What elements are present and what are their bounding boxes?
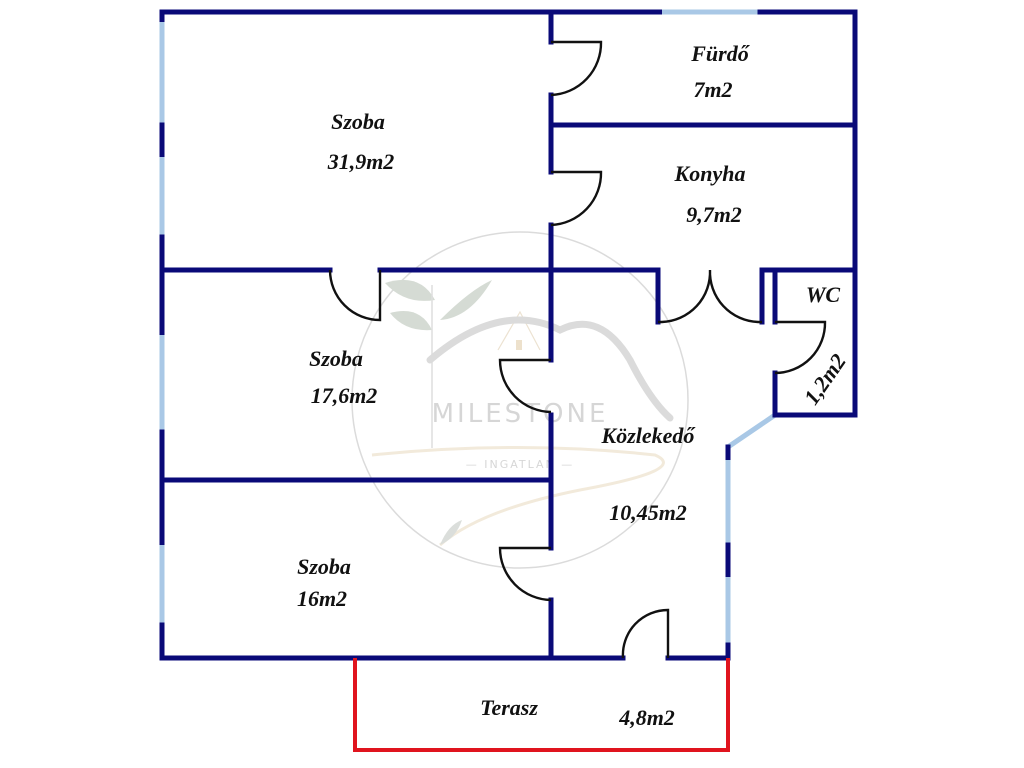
room-name-kozlekedo: Közlekedő: [601, 423, 697, 448]
room-name-szoba-1: Szoba: [331, 109, 385, 134]
leaf-icon: [440, 280, 492, 320]
watermark: MILESTONE — INGATLAN —: [351, 231, 689, 569]
door-kitchen-room1[interactable]: [550, 170, 603, 227]
door-terrace[interactable]: [621, 608, 670, 659]
leaf-icon: [385, 279, 435, 301]
room-name-konyha: Konyha: [674, 161, 746, 186]
watermark-circle: [351, 231, 689, 569]
house-door-icon: [516, 340, 522, 350]
room-name-wc: WC: [806, 282, 841, 307]
interior-walls: [159, 9, 858, 661]
room-area-terasz: 4,8m2: [618, 705, 675, 730]
swoosh-line: [371, 446, 665, 547]
room-area-szoba-2: 17,6m2: [311, 383, 378, 408]
room-area-furdo: 7m2: [693, 77, 732, 102]
room-area-konyha: 9,7m2: [686, 202, 742, 227]
door-room3[interactable]: [498, 546, 552, 602]
watermark-subtitle: — INGATLAN —: [466, 458, 575, 471]
door-bath[interactable]: [550, 40, 603, 97]
window-diagonal: [726, 412, 777, 450]
room-area-szoba-1: 31,9m2: [327, 149, 395, 174]
room-area-szoba-3: 16m2: [297, 586, 347, 611]
room-name-szoba-3: Szoba: [297, 554, 351, 579]
door-room2-corridor[interactable]: [498, 358, 552, 414]
doors: [328, 40, 827, 659]
terrace-outline: [353, 658, 730, 752]
watermark-brand: MILESTONE: [432, 399, 609, 429]
mountain-line: [426, 316, 674, 422]
leaf-icon: [390, 311, 432, 331]
door-kitchen-double[interactable]: [658, 269, 762, 324]
room-labels: Szoba 31,9m2 Fürdő 7m2 Konyha 9,7m2 WC 1…: [297, 41, 851, 730]
room-name-furdo: Fürdő: [690, 41, 750, 66]
outer-walls: [159, 9, 858, 661]
room-name-terasz: Terasz: [480, 695, 538, 720]
house-icon: [497, 310, 541, 351]
door-wc[interactable]: [774, 320, 827, 375]
room-area-kozlekedo: 10,45m2: [609, 500, 687, 525]
leaf-icon: [440, 520, 462, 545]
door-room2[interactable]: [328, 269, 382, 322]
room-area-wc: 1,2m2: [799, 349, 851, 409]
room-name-szoba-2: Szoba: [309, 346, 363, 371]
